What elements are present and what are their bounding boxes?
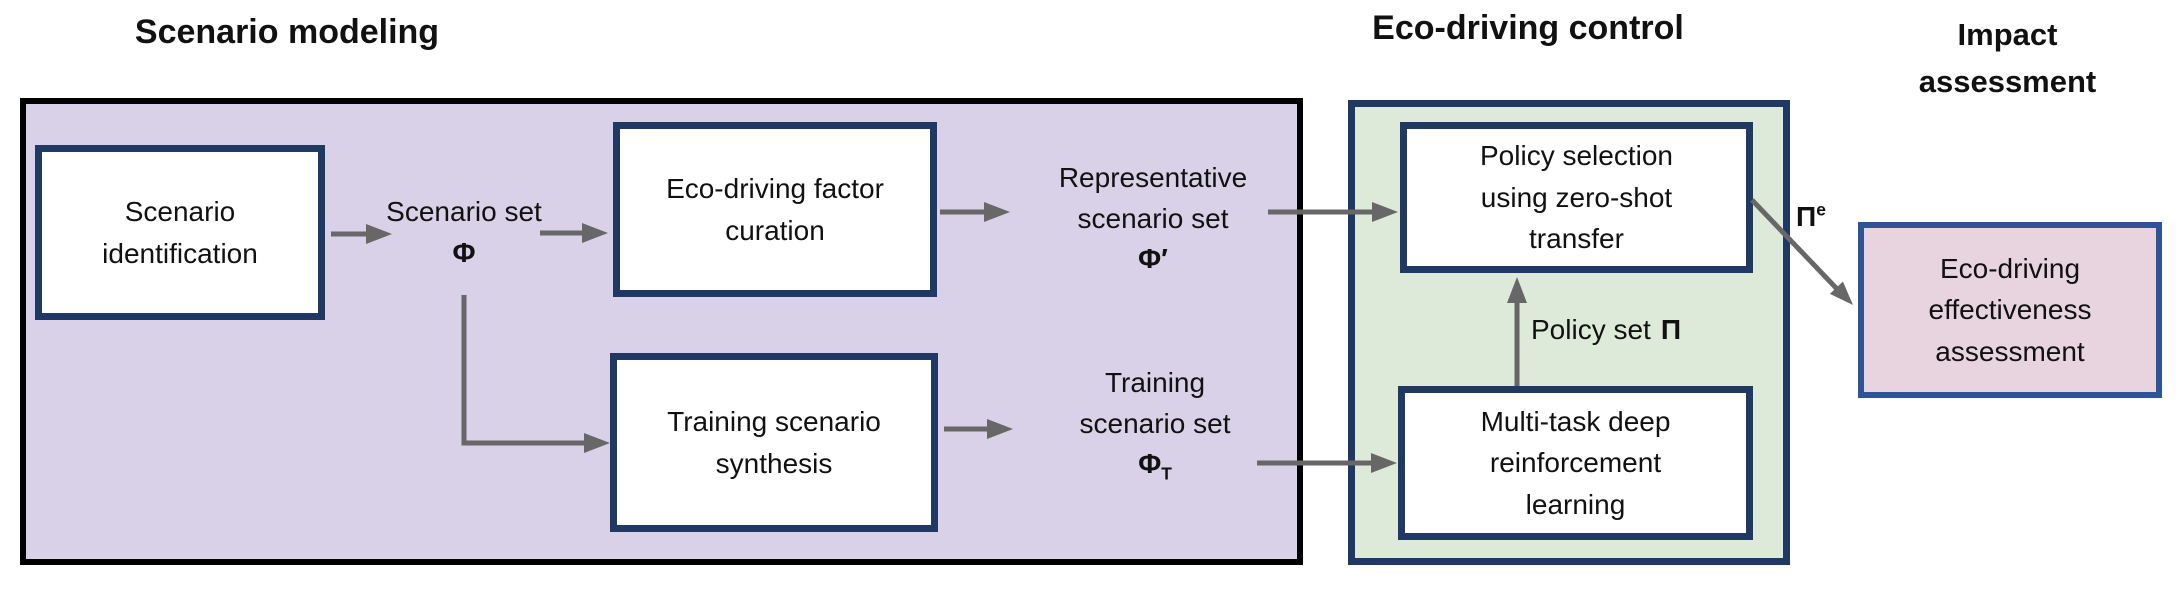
section-title-impact-assessment: Impact assessment: [1918, 17, 2097, 99]
box-policy-selection-label: Policy selection using zero-shot transfe…: [1480, 140, 1673, 255]
section-title-eco-driving-control: Eco-driving control: [1372, 9, 1684, 47]
box-scenario-identification: Scenario identification: [35, 145, 325, 320]
label-training-set-line1: Training: [1104, 367, 1206, 398]
label-scenario-set-text: Scenario set: [386, 196, 542, 227]
pi-e-symbol: Π: [1796, 201, 1817, 232]
label-policy-set-text: Policy set: [1531, 314, 1651, 345]
box-eco-driving-effectiveness-assessment: Eco-driving effectiveness assessment: [1858, 222, 2162, 398]
pi-symbol: Π: [1660, 314, 1682, 345]
box-eco-driving-factor-curation: Eco-driving factor curation: [613, 122, 937, 297]
box-training-scenario-synthesis: Training scenario synthesis: [610, 353, 938, 532]
box-training-scenario-synthesis-label: Training scenario synthesis: [667, 406, 881, 479]
label-scenario-set: Scenario set Φ: [344, 192, 584, 273]
box-policy-selection: Policy selection using zero-shot transfe…: [1400, 122, 1753, 273]
phi-prime-symbol: Φ′: [1138, 243, 1168, 275]
box-multitask-drl-label: Multi-task deep reinforcement learning: [1480, 405, 1671, 520]
label-training-set-line2: scenario set: [1079, 407, 1231, 439]
box-multitask-drl: Multi-task deep reinforcement learning: [1398, 386, 1753, 540]
box-eco-driving-factor-curation-label: Eco-driving factor curation: [666, 173, 884, 246]
label-representative-line1: Representative: [1058, 162, 1248, 193]
label-selected-policy: Πe: [1796, 199, 1826, 232]
label-representative-line2: scenario set: [1077, 202, 1229, 234]
phi-symbol: Φ: [452, 236, 476, 268]
label-representative-scenario-set: Representative scenario set Φ′: [1025, 158, 1281, 280]
section-title-scenario-modeling: Scenario modeling: [134, 13, 440, 51]
box-eco-driving-effectiveness-assessment-label: Eco-driving effectiveness assessment: [1928, 252, 2092, 367]
phi-t-symbol: ΦT: [1138, 448, 1172, 484]
label-training-scenario-set: Training scenario set ΦT: [1030, 363, 1280, 487]
label-policy-set: Policy set Π: [1531, 310, 1751, 351]
box-scenario-identification-label: Scenario identification: [102, 196, 258, 269]
